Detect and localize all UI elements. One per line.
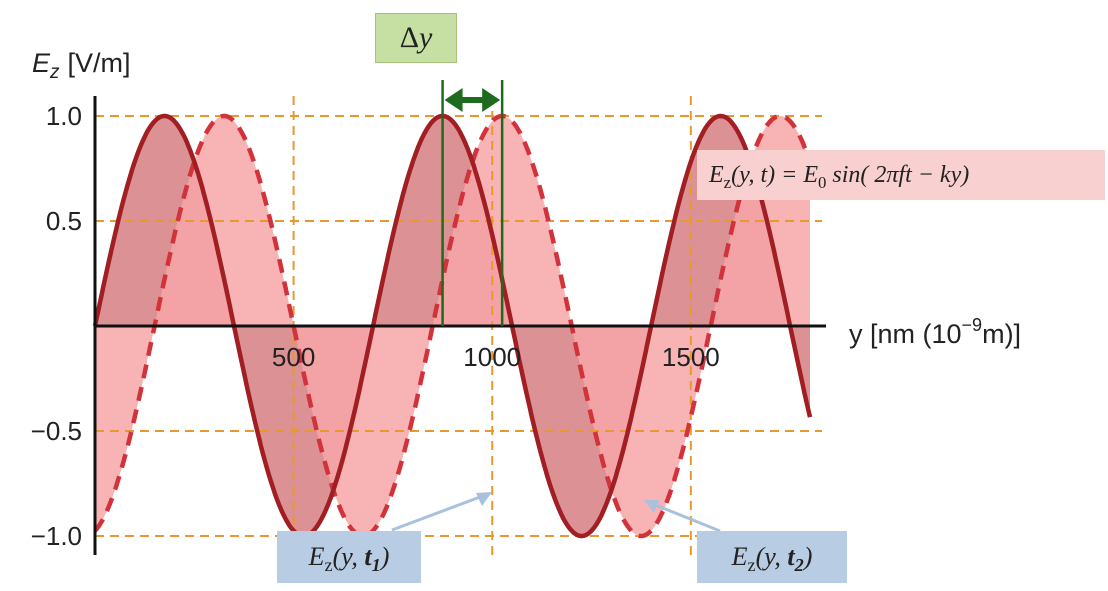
wave-curves	[92, 113, 813, 539]
x-axis-title: y [nm (10−9m)]	[849, 315, 1021, 349]
callout-t1-line	[391, 492, 489, 532]
x-tick-label: 1000	[463, 342, 521, 372]
y-tick-label: 1.0	[46, 101, 82, 131]
x-tick-label: 500	[272, 342, 315, 372]
y-tick-label: −1.0	[31, 521, 82, 551]
callout-t1-arrowhead	[476, 492, 492, 506]
axes	[93, 96, 826, 555]
callout-t2-arrowhead	[644, 500, 659, 513]
delta-y-arrowhead-left	[444, 88, 463, 112]
curve-t1	[92, 113, 813, 539]
delta-y-label: Δy	[375, 13, 457, 63]
y-tick-label: −0.5	[31, 416, 82, 446]
y-tick-label: 0.5	[46, 206, 82, 236]
callout-arrows	[391, 492, 721, 533]
callout-t2-line	[647, 500, 721, 533]
label-t1: Ez(y, t1)	[277, 531, 421, 583]
label-t2: Ez(y, t2)	[697, 531, 847, 583]
x-tick-label: 1500	[662, 342, 720, 372]
wave-equation: Ez(y, t) = E0 sin( 2πft − ky)	[697, 150, 1105, 200]
delta-y-marker	[441, 80, 504, 326]
delta-y-arrowhead-right	[482, 88, 501, 112]
y-axis-title: Ez[V/m]	[32, 48, 131, 83]
tick-labels: 500 1000 1500 1.0 0.5 −0.5 −1.0	[31, 101, 720, 551]
